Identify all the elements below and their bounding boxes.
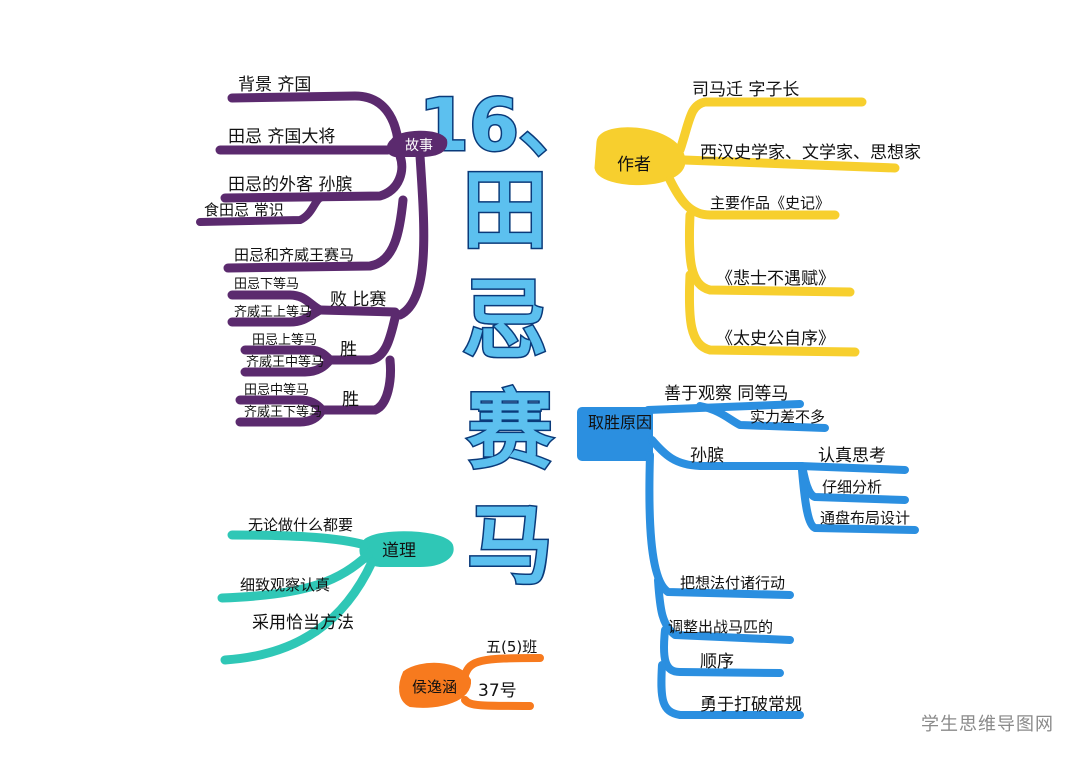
race3-label: 胜 (342, 390, 359, 410)
race2-item-2: 齐威王中等马 (246, 354, 324, 370)
title-char-tian: 田 (462, 161, 548, 261)
win-top-sub: 实力差不多 (750, 408, 825, 426)
title-group: 16、 田 忌 赛 马 (417, 82, 592, 598)
race2-label: 胜 (340, 340, 357, 360)
race2-item-1: 田忌上等马 (252, 332, 317, 348)
story-item-race: 田忌和齐威王赛马 (234, 246, 354, 264)
win-labels: 取胜原因 善于观察 同等马 实力差不多 孙膑 认真思考 仔细分析 通盘布局设计 … (588, 384, 910, 715)
story-node: 故事 (405, 138, 433, 154)
story-item-food: 食田忌 常识 (204, 201, 284, 219)
win-sunbin: 孙膑 (690, 446, 724, 466)
owner-name: 侯逸涵 (412, 678, 457, 696)
win-layout: 通盘布局设计 (820, 509, 910, 527)
story-item-tianji: 田忌 齐国大将 (228, 127, 335, 147)
author-item-preface: 《太史公自序》 (716, 329, 835, 349)
win-analyze: 仔细分析 (822, 478, 882, 496)
win-action: 把想法付诸行动 (680, 574, 785, 592)
story-item-guest: 田忌的外客 孙膑 (228, 175, 352, 195)
story-branch (196, 91, 448, 427)
win-top-label: 善于观察 同等马 (664, 384, 788, 404)
title-char-sai: 赛 (467, 381, 554, 481)
story-labels: 故事 背景 齐国 田忌 齐国大将 田忌的外客 孙膑 食田忌 常识 田忌和齐威王赛… (204, 75, 433, 420)
win-adjust: 调整出战马匹的 (668, 618, 773, 636)
author-node: 作者 (617, 155, 651, 175)
race1-item-1: 田忌下等马 (234, 276, 299, 292)
win-break: 勇于打破常规 (700, 695, 802, 715)
lesson-labels: 道理 无论做什么都要 细致观察认真 采用恰当方法 (240, 516, 416, 633)
win-node-line1: 取胜原因 (588, 413, 652, 432)
race1-label: 败 比赛 (330, 289, 386, 310)
win-branch (577, 400, 919, 719)
win-think: 认真思考 (818, 446, 886, 466)
author-item-name: 司马迁 字子长 (692, 80, 799, 100)
lesson-node: 道理 (382, 541, 416, 561)
title-char-ma: 马 (467, 496, 553, 596)
author-labels: 作者 司马迁 字子长 西汉史学家、文学家、思想家 主要作品《史记》 《悲士不遇赋… (617, 80, 921, 349)
owner-class: 五(5)班 (486, 638, 537, 656)
race3-item-1: 田忌中等马 (244, 382, 309, 398)
author-item-works: 主要作品《史记》 (710, 194, 830, 212)
author-branch (594, 97, 900, 357)
story-item-background: 背景 齐国 (238, 75, 311, 95)
race1-item-2: 齐威王上等马 (234, 304, 312, 320)
owner-number: 37号 (478, 681, 517, 701)
title-number: 16、 (419, 83, 591, 167)
owner-branch (399, 654, 544, 710)
lesson-item-2: 细致观察认真 (240, 576, 330, 594)
watermark-text: 学生思维导图网 (921, 714, 1054, 735)
lesson-item-1: 无论做什么都要 (248, 516, 353, 534)
lesson-branch (217, 530, 454, 665)
race3-item-2: 齐威王下等马 (244, 404, 322, 420)
title-char-ji: 忌 (462, 271, 548, 371)
owner-labels: 侯逸涵 五(5)班 37号 (412, 638, 537, 701)
win-order: 顺序 (700, 652, 734, 672)
author-item-identity: 西汉史学家、文学家、思想家 (700, 143, 921, 163)
lesson-item-3: 采用恰当方法 (252, 613, 354, 633)
author-item-fu: 《悲士不遇赋》 (716, 269, 835, 289)
